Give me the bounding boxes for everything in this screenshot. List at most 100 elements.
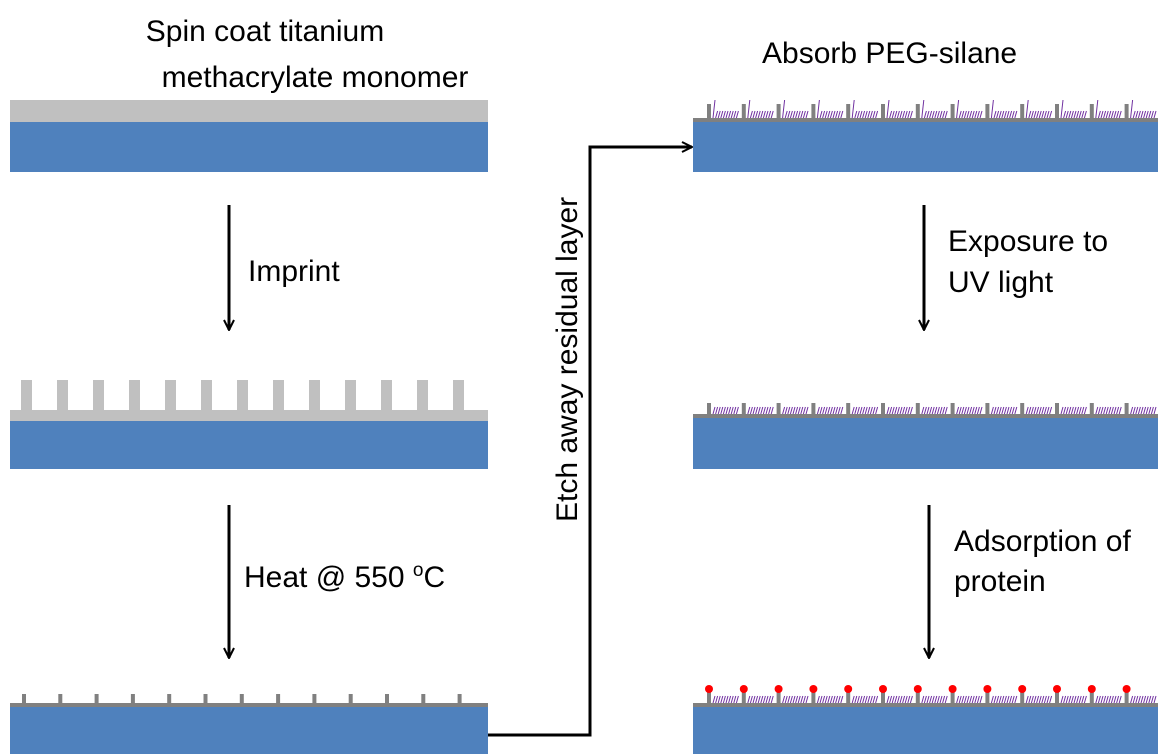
protein-dot [1053,685,1061,693]
peg-chain [1132,406,1136,415]
titania-post [1055,104,1059,118]
peg-chain [784,110,788,119]
peg-chain [1041,695,1045,704]
peg-chain [944,406,948,415]
peg-chain [768,110,772,119]
peg-chain [1030,406,1034,415]
titania-post [22,694,26,703]
peg-chain [762,110,766,119]
peg-chain [757,695,761,704]
peg-chain [899,110,903,119]
peg-chain [944,110,948,119]
peg-chain [1001,695,1005,704]
titania-film [693,414,1158,418]
peg-chain [1105,406,1109,415]
peg-chain [805,406,809,415]
peg-chain [1065,110,1069,119]
peg-chain [755,406,759,415]
peg-chain [936,406,940,415]
titania-film [693,118,1158,122]
peg-chain [856,406,860,415]
peg-chain [730,406,734,415]
peg-chain [1063,695,1067,704]
peg-chain [993,406,997,415]
titania-post [846,104,851,118]
peg-chain [1003,695,1007,704]
peg-chain [974,695,978,704]
peg-chain [800,406,804,415]
peg-chain [837,406,841,415]
peg-chain [1049,110,1053,119]
titania-post [1089,104,1094,118]
peg-chain [931,110,935,119]
peg-chain [998,110,1002,119]
peg-chain [1145,695,1149,704]
titania-post [846,690,851,703]
protein-dot [913,685,922,693]
titania-post [1124,403,1129,414]
peg-chain [1030,695,1034,704]
peg-chain [762,406,766,415]
titania-post [1124,690,1129,703]
peg-chain [969,110,973,119]
peg-chain [851,695,855,704]
titania-post [1089,690,1094,703]
peg-chain [735,406,739,415]
peg-chain [782,406,786,415]
peg-chain [1118,406,1122,415]
peg-chain [749,695,753,704]
peg-chain [859,695,863,704]
peg-chain [998,406,1002,415]
peg-chain [993,695,997,704]
peg-chain [1060,406,1064,415]
peg-chain [1036,695,1040,704]
peg-chain [902,406,906,415]
titania-film [693,703,1158,707]
peg-chain [1041,406,1045,415]
titania-post [741,104,746,118]
peg-chain [904,695,908,704]
peg-chain [1001,110,1005,119]
titania-post [94,694,99,703]
peg-chain [1038,695,1042,704]
peg-chain [1137,406,1141,415]
peg-chain [1132,695,1136,704]
titania-post [1055,403,1059,414]
peg-chain [869,695,873,704]
peg-chain [859,110,863,119]
peg-chain [1148,110,1152,119]
peg-chain [1025,695,1029,704]
peg-chain [770,110,774,119]
peg-chain [851,406,855,415]
peg-chain [923,406,927,415]
imprinted-pillar [309,380,320,410]
substrate [10,707,488,754]
peg-chain [1083,406,1087,415]
imprinted-pillar [273,380,284,410]
peg-chain [886,406,890,415]
peg-chain [902,110,906,119]
titania-post [1020,690,1025,703]
imprinted-pillar [453,380,464,410]
peg-chain [896,406,900,415]
peg-chain [936,110,940,119]
peg-chain [792,110,796,119]
peg-chain [1014,695,1018,704]
substrate [10,421,488,469]
peg-chain [1118,695,1122,704]
peg-chain [934,110,938,119]
peg-chain [891,695,895,704]
peg-chain [976,110,980,119]
imprinted-pillar [57,380,68,410]
peg-chain [792,695,796,704]
peg-chain [722,110,726,119]
peg-chain [1014,110,1018,119]
peg-chain [1076,110,1080,119]
peg-chain [760,406,764,415]
titania-post [881,690,885,703]
peg-chain [1009,695,1013,704]
peg-chain [827,406,831,415]
stage-imprinted [10,380,488,469]
peg-chain [795,406,799,415]
